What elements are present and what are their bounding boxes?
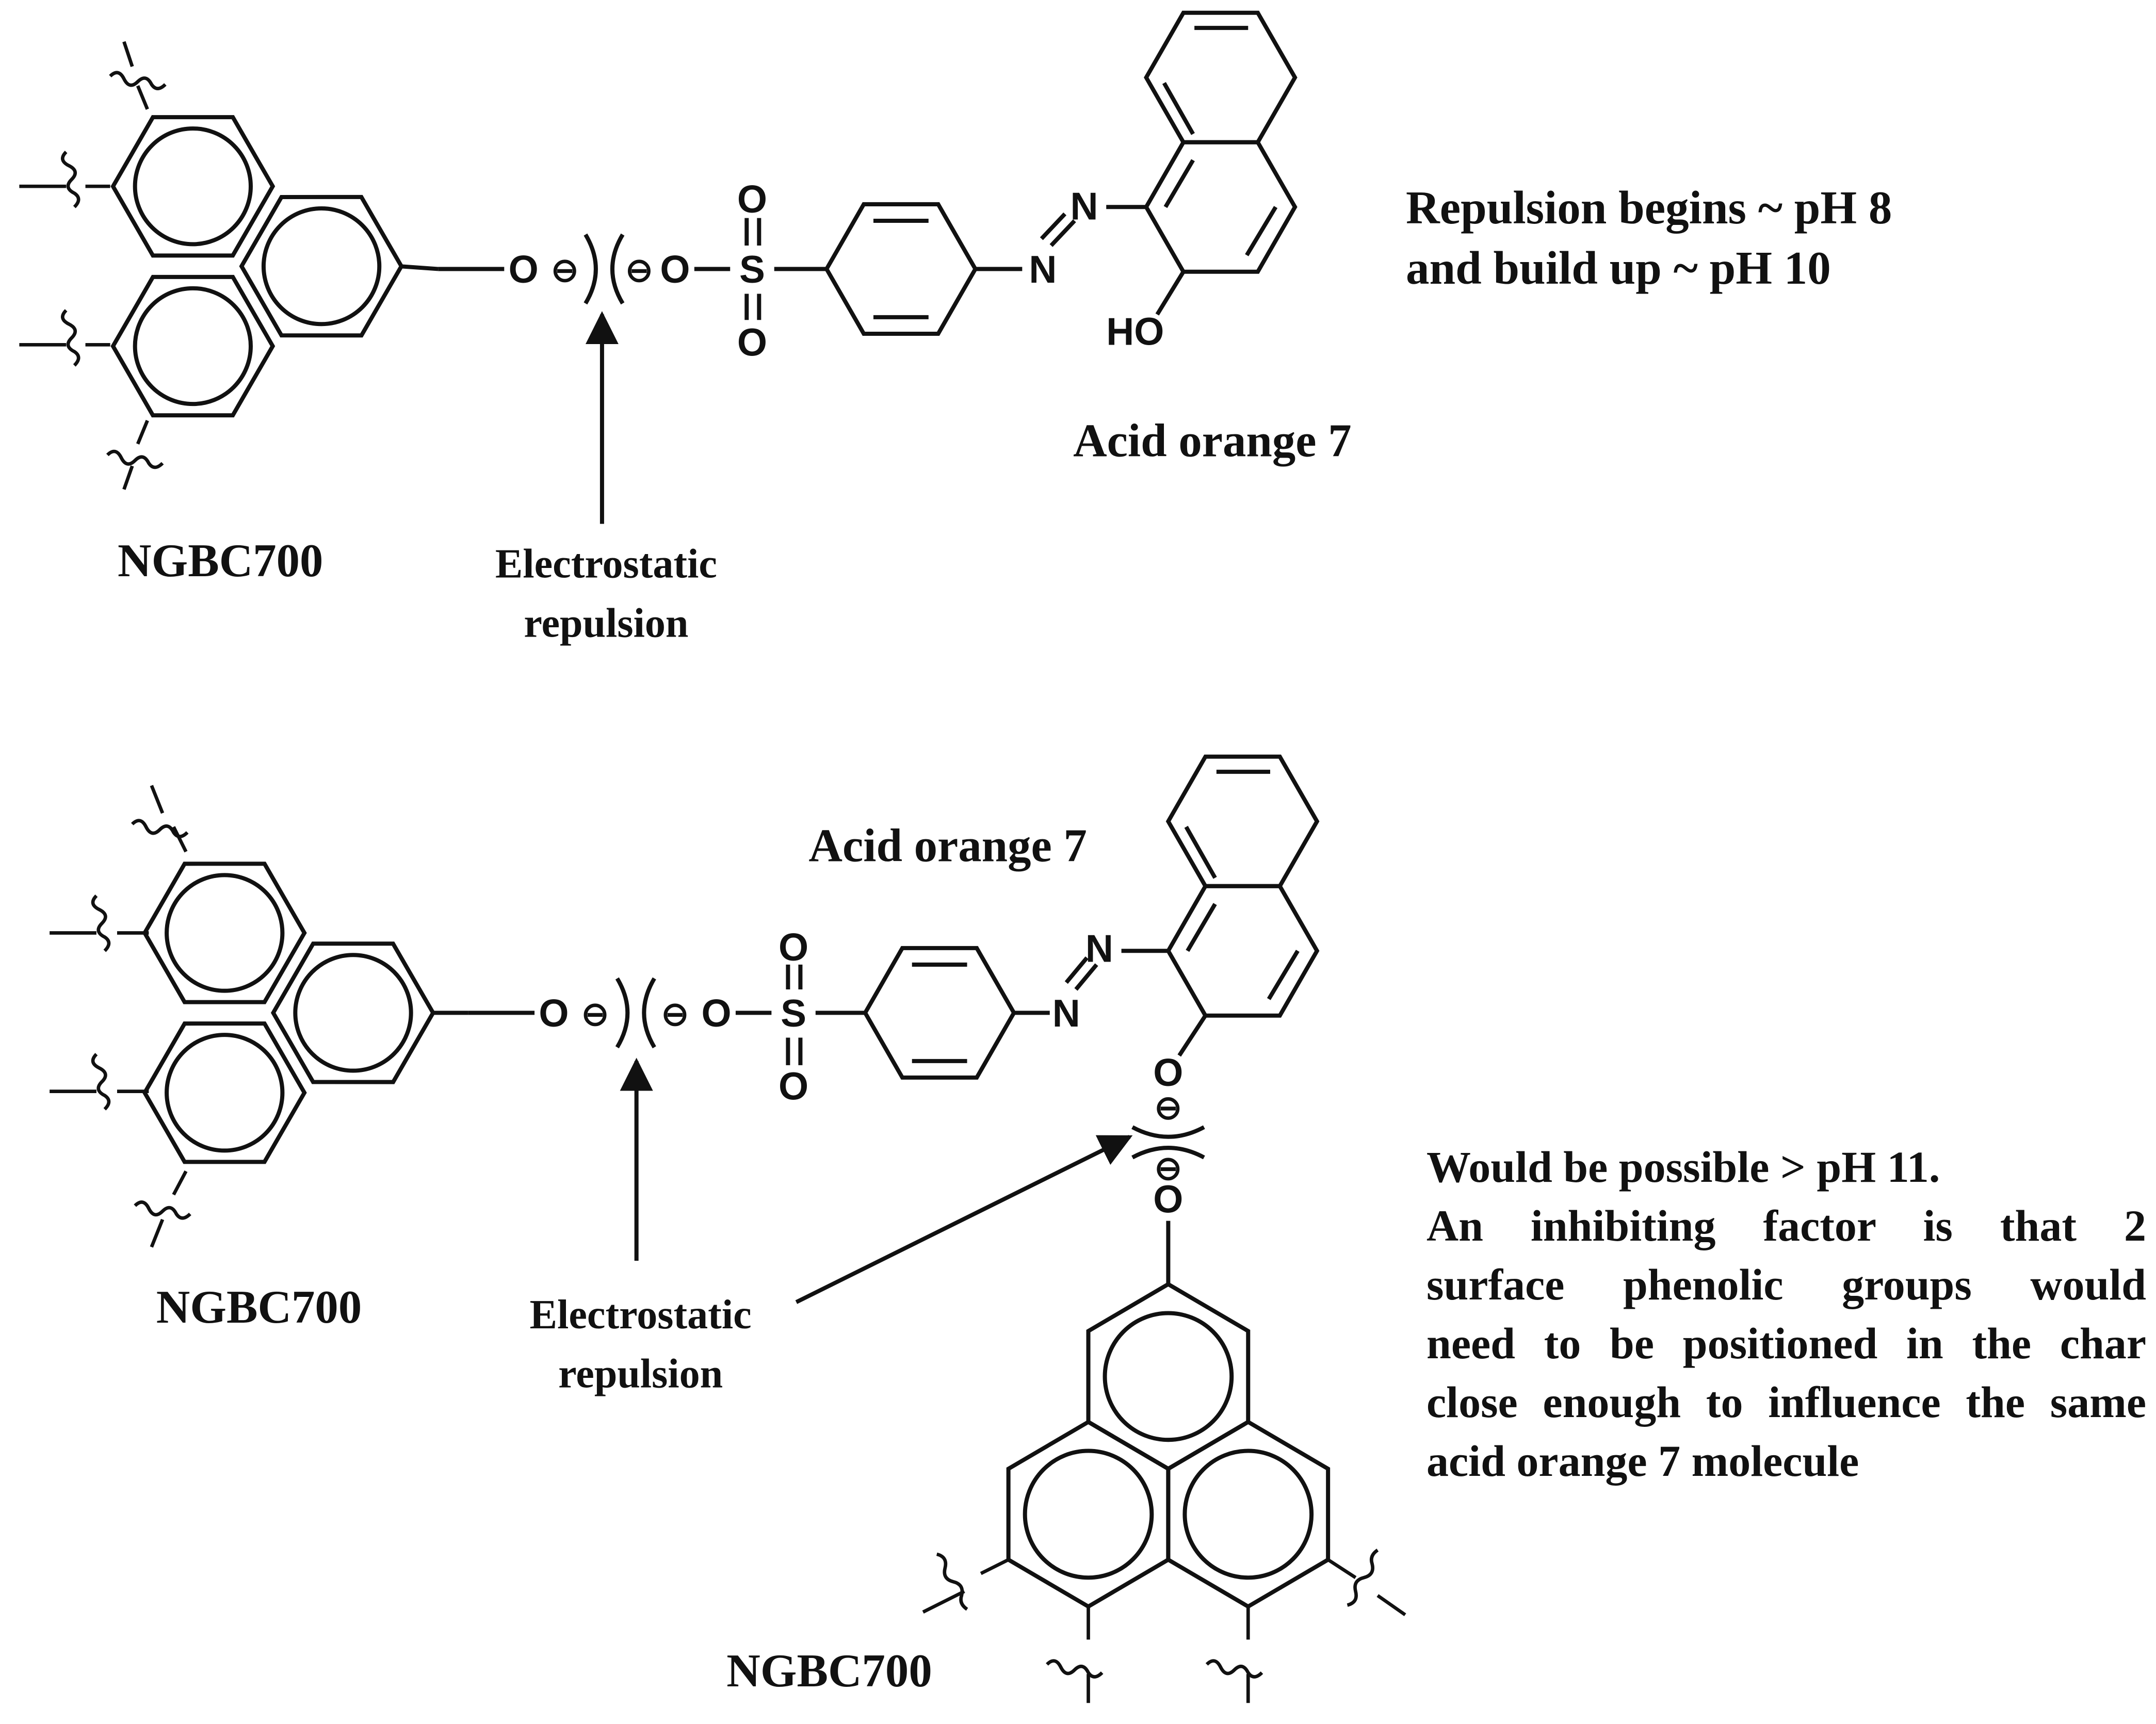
bond-c-o-naphthyl-mid [1177,1014,1207,1057]
repulsion-bracket-upper-vertical [1131,1125,1205,1139]
sulfonate-oxygen-top: O [660,248,690,291]
sulfur-atom-top: S [739,248,765,291]
ngbc700-rings-mid [142,861,436,1164]
repulsion-label-top: repulsion [524,600,688,646]
negative-charge-1-mid: ⊖ [581,995,609,1032]
ngbc700-label-mid: NGBC700 [156,1281,362,1333]
note-bottom: Would be possible > pH 11. An inhibiting… [1426,1137,2146,1490]
note-top-line-1: Repulsion begins ~ pH 8 [1406,182,1892,234]
note-bottom-line-5: close enough to influence the same [1426,1377,2146,1427]
ngbc700-label-bottom: NGBC700 [726,1645,932,1697]
ngbc700-label-top: NGBC700 [118,534,323,587]
acid-orange-label-top: Acid orange 7 [1073,415,1352,467]
azo-double-bond-a-top [1049,219,1076,247]
azo-double-bond-b-top [1040,212,1067,240]
repulsion-bracket-lower-vertical [1131,1146,1205,1160]
sulfonyl-oxygen-up-mid: O [779,925,808,969]
negative-charge-bottom-char: ⊖ [1155,1150,1182,1187]
note-bottom-line-4: need to be positioned in the char [1426,1319,2146,1368]
azo-nitrogen-1-top: N [1029,248,1057,291]
note-bottom-line-2: An inhibiting factor is that 2 [1426,1201,2146,1250]
ring-to-oxygen-link-top [399,264,439,271]
hydroxyl-group-top: HO [1106,310,1164,353]
repulsion-bracket-left-top [583,233,598,305]
electrostatic-label-top: Electrostatic [495,542,717,587]
wavy-bonds-bottom [922,1549,1406,1703]
ngbc700-structure-bottom [1006,1281,1331,1609]
azo-double-bond-b-mid [1064,956,1089,984]
benzene-ring-mid [863,946,1016,1080]
naphthalene-mid [1165,754,1320,1018]
negative-charge-naphtholate: ⊖ [1155,1089,1182,1126]
sulfur-atom-mid: S [781,991,806,1035]
benzene-ring-top [824,202,978,336]
note-bottom-line-1: Would be possible > pH 11. [1426,1142,1940,1192]
repulsion-bracket-right-top [610,233,625,305]
repulsion-label-bottom: repulsion [558,1352,723,1397]
azo-nitrogen-1-mid: N [1052,991,1080,1035]
repulsion-arrow-diagonal-mid [795,1135,1133,1304]
repulsion-bracket-left-mid [615,977,630,1049]
note-top: Repulsion begins ~ pH 8 and build up ~ p… [1406,177,1892,298]
sulfonate-oxygen-mid: O [701,991,731,1035]
naphthalene-top [1144,10,1298,274]
phenolate-oxygen-mid: O [539,991,569,1035]
azo-double-bond-a-mid [1074,963,1098,991]
negative-charge-1-top: ⊖ [551,251,579,288]
electrostatic-label-bottom: Electrostatic [530,1292,752,1338]
phenolate-oxygen-bottom-char: O [1153,1178,1183,1221]
note-bottom-line-6: acid orange 7 molecule [1426,1436,1859,1486]
naphtholate-oxygen: O [1153,1051,1183,1094]
note-bottom-line-3: surface phenolic groups would [1426,1260,2146,1309]
acid-orange-label-bottom: Acid orange 7 [808,820,1087,872]
phenolate-oxygen-top: O [509,248,539,291]
azo-nitrogen-2-mid: N [1085,927,1113,970]
negative-charge-2-mid: ⊖ [661,995,689,1032]
wavy-bonds-mid [50,785,191,1248]
sulfonyl-oxygen-up-top: O [737,177,767,221]
wavy-bonds-top [19,41,167,490]
note-top-line-2: and build up ~ pH 10 [1406,242,1831,294]
negative-charge-2-top: ⊖ [625,251,653,288]
repulsion-bracket-right-mid [642,977,656,1049]
sulfonyl-oxygen-down-mid: O [779,1065,808,1108]
sulfonyl-oxygen-down-top: O [737,321,767,364]
azo-nitrogen-2-top: N [1071,184,1098,227]
ngbc700-rings-top [110,115,404,418]
bond-c-oh-top [1155,270,1186,316]
